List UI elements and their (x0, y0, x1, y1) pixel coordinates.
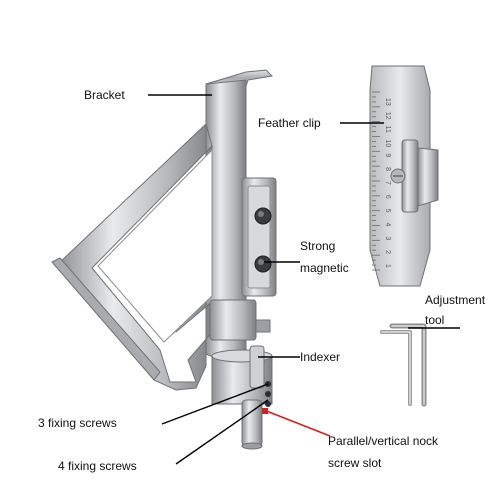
label-screw-slot: screw slot (328, 456, 382, 470)
clip-scale-number: 1 (384, 264, 391, 268)
indexer-pin (249, 345, 265, 389)
leader-nock-slot (263, 409, 331, 437)
magnet-plate (247, 185, 271, 289)
hex-key-small (380, 330, 412, 406)
label-strong: Strong (300, 239, 336, 253)
leader-three-screws (161, 383, 269, 425)
bracket-foot (51, 257, 161, 381)
magnet-upper-highlight (258, 211, 264, 217)
label-four-fixing-screws: 4 fixing screws (58, 459, 137, 473)
leader-four-screws (175, 399, 269, 465)
clip-scale-number: 8 (384, 167, 391, 171)
clip-scale-number: 2 (384, 250, 391, 254)
leader-lines (148, 94, 460, 465)
clip-scale-ticks (372, 91, 380, 271)
clip-scale-number: 3 (384, 236, 391, 240)
label-indexer: Indexer (300, 350, 341, 364)
clip-scale-number: 7 (384, 181, 391, 185)
mount-block (209, 299, 257, 341)
label-parallel-vertical-nock: Parallel/vertical nock (328, 434, 439, 448)
label-adjustment: Adjustment (425, 293, 486, 307)
clip-scale-number: 6 (384, 195, 391, 199)
clip-scale-number: 11 (384, 126, 391, 133)
hex-key-small-highlight (381, 331, 411, 405)
clip-scale-numbers: 13 12 11 10 9 8 7 6 5 4 3 2 1 (384, 98, 391, 268)
clip-scale-number: 12 (384, 112, 391, 120)
feather-clip: 13 12 11 10 9 8 7 6 5 4 3 2 1 (369, 65, 439, 287)
clip-scale-number: 5 (384, 209, 391, 213)
clip-scale-number: 9 (384, 153, 391, 157)
label-bracket: Bracket (84, 88, 125, 102)
clip-scale-number: 13 (384, 98, 391, 106)
mount-tab (255, 319, 271, 333)
label-magnetic: magnetic (300, 261, 349, 275)
magnet-lower-highlight (258, 259, 264, 265)
label-tool: tool (425, 313, 445, 327)
nock-shaft-end (241, 442, 263, 450)
clip-scale-number: 10 (384, 140, 391, 148)
fixing-screw-2 (265, 391, 271, 397)
adjustment-tool (380, 323, 427, 407)
bracket-assembly (51, 69, 277, 450)
clip-scale-number: 4 (384, 223, 391, 227)
label-three-fixing-screws: 3 fixing screws (38, 416, 117, 430)
label-feather-clip: Feather clip (258, 116, 321, 130)
clip-clamp-wing (417, 147, 439, 207)
bracket-triangle-inner (97, 148, 213, 343)
hex-key-large-highlight (391, 325, 425, 405)
fixing-screw-3 (265, 401, 271, 407)
